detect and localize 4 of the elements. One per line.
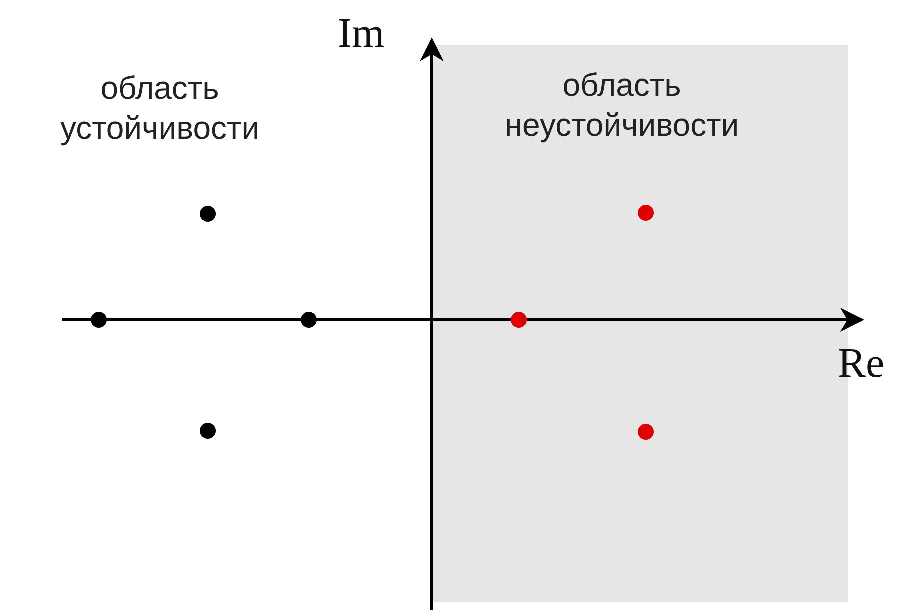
axis-label: Im (338, 10, 385, 58)
region-label: область неустойчивости (504, 66, 740, 145)
axis-label: Re (838, 340, 885, 388)
region-label: область устойчивости (59, 69, 261, 148)
